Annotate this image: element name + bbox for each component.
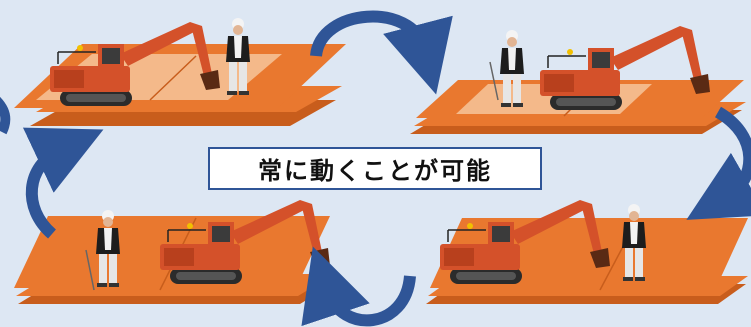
cycle-arrow-top-center — [310, 10, 453, 95]
scene-bottom-right — [426, 199, 748, 304]
cycle-arrows — [0, 10, 751, 327]
caption-text: 常に動くことが可能 — [258, 157, 492, 185]
cycle-arrow-right — [686, 106, 751, 220]
scene-top-right — [410, 25, 746, 134]
cycle-arrow-left-upper — [22, 127, 104, 239]
cycle-arrow-bottom-center — [301, 246, 416, 327]
scene-bottom-left — [14, 199, 336, 304]
caption-box: 常に動くことが可能 — [208, 147, 542, 190]
scene-top-left — [14, 18, 346, 126]
cycle-arrow-left-edge — [0, 96, 11, 135]
